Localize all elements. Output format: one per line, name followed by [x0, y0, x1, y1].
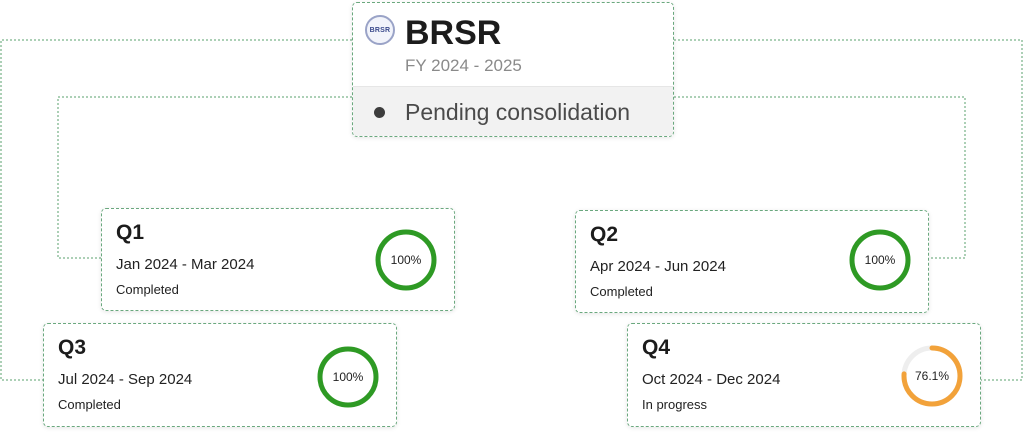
- progress-ring: 76.1%: [900, 344, 964, 408]
- brsr-logo-text: BRSR: [369, 26, 391, 34]
- connector-root-q1: [57, 96, 352, 259]
- brsr-root-card[interactable]: BRSR BRSR FY 2024 - 2025 Pending consoli…: [352, 2, 674, 137]
- quarter-status: Completed: [58, 397, 121, 412]
- quarter-date-range: Oct 2024 - Dec 2024: [642, 371, 781, 388]
- progress-ring: 100%: [316, 345, 380, 409]
- quarter-card-q2[interactable]: Q2 Apr 2024 - Jun 2024 Completed 100%: [575, 210, 929, 313]
- consolidation-status-text: Pending consolidation: [405, 99, 631, 125]
- progress-percent: 76.1%: [914, 369, 950, 383]
- quarter-status: Completed: [590, 284, 653, 299]
- quarter-card-q1[interactable]: Q1 Jan 2024 - Mar 2024 Completed 100%: [101, 208, 455, 311]
- report-title: BRSR: [405, 14, 502, 52]
- fiscal-year: FY 2024 - 2025: [405, 56, 522, 75]
- progress-ring: 100%: [848, 228, 912, 292]
- quarter-date-range: Jul 2024 - Sep 2024: [58, 371, 193, 388]
- connector-root-q2: [674, 96, 966, 259]
- quarter-name: Q3: [58, 336, 87, 359]
- connector-root-q4: [674, 39, 1023, 381]
- quarter-name: Q2: [590, 223, 619, 246]
- progress-ring: 100%: [374, 228, 438, 292]
- quarter-status: In progress: [642, 397, 708, 412]
- quarter-name: Q1: [116, 221, 145, 244]
- progress-percent: 100%: [390, 253, 422, 267]
- quarter-card-q4[interactable]: Q4 Oct 2024 - Dec 2024 In progress 76.1%: [627, 323, 981, 427]
- quarter-name: Q4: [642, 336, 671, 359]
- quarter-card-q3[interactable]: Q3 Jul 2024 - Sep 2024 Completed 100%: [43, 323, 397, 427]
- brsr-logo: BRSR: [365, 15, 395, 45]
- consolidation-status-bar: Pending consolidation: [353, 86, 673, 136]
- progress-percent: 100%: [864, 253, 896, 267]
- quarter-date-range: Jan 2024 - Mar 2024: [116, 256, 255, 273]
- status-dot-icon: [374, 107, 385, 118]
- progress-percent: 100%: [332, 370, 364, 384]
- quarter-status: Completed: [116, 282, 179, 297]
- connector-root-q3: [0, 39, 352, 381]
- quarter-date-range: Apr 2024 - Jun 2024: [590, 258, 726, 275]
